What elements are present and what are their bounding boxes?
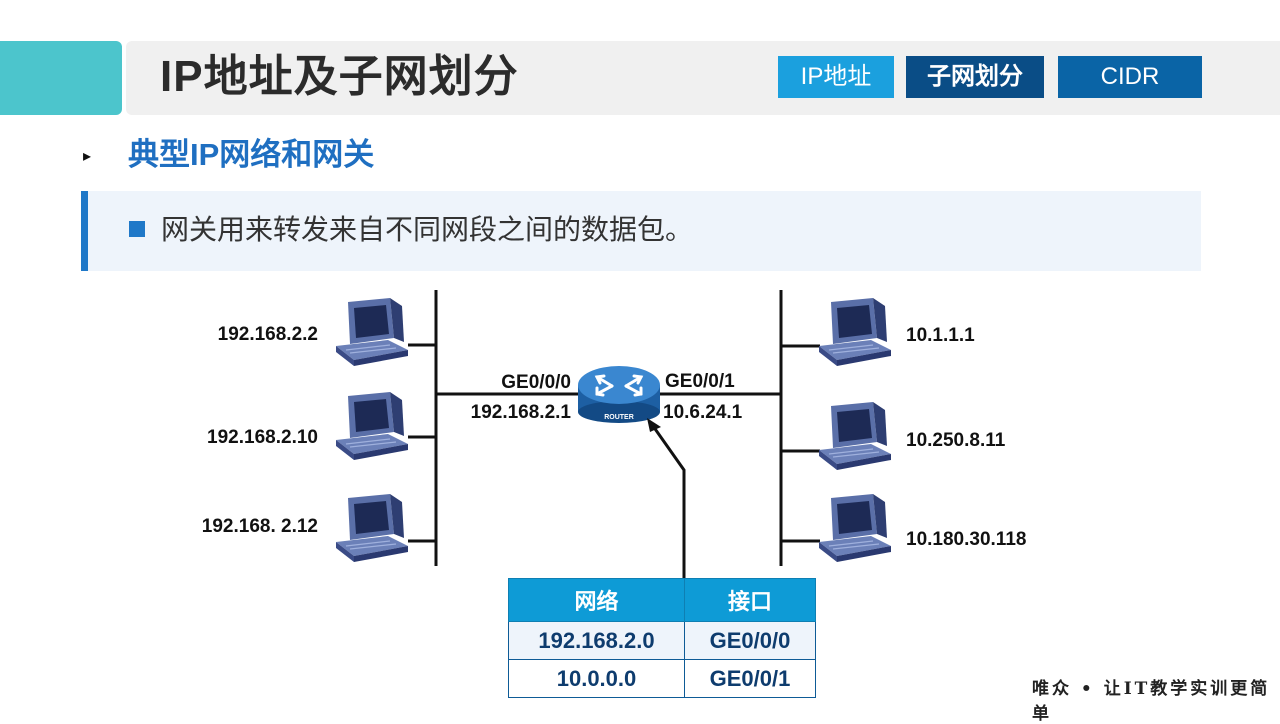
- host-ip-label: 10.250.8.11: [906, 430, 1006, 451]
- tab-subnetting[interactable]: 子网划分: [906, 56, 1044, 98]
- host-ip-label: 192.168.2.10: [207, 427, 318, 448]
- router-ip-left: 192.168.2.1: [471, 402, 572, 423]
- routing-table: 网络 接口 192.168.2.0 GE0/0/0 10.0.0.0 GE0/0…: [508, 578, 816, 698]
- table-cell-network: 192.168.2.0: [508, 621, 685, 660]
- table-cell-network: 10.0.0.0: [508, 659, 685, 698]
- router-interface-left: GE0/0/0: [501, 372, 571, 393]
- arrow-head-icon: [647, 418, 661, 432]
- table-header-network: 网络: [508, 578, 685, 622]
- section-marker-icon: ▸: [83, 148, 92, 165]
- computer-icon: [335, 391, 409, 461]
- host-ip-label: 192.168. 2.12: [202, 516, 318, 537]
- bullet-text: 网关用来转发来自不同网段之间的数据包。: [161, 214, 694, 245]
- computer-icon: [818, 297, 892, 367]
- table-cell-interface: GE0/0/0: [684, 621, 816, 660]
- bullet-square-icon: [129, 221, 145, 237]
- host-ip-label: 10.1.1.1: [906, 325, 975, 346]
- table-header-interface: 接口: [684, 578, 816, 622]
- section-title: 典型IP网络和网关: [128, 137, 375, 172]
- computer-icon: [335, 297, 409, 367]
- table-row: 10.0.0.0 GE0/0/1: [508, 659, 816, 698]
- table-header-row: 网络 接口: [508, 578, 816, 622]
- tab-ip-address[interactable]: IP地址: [778, 56, 894, 98]
- tab-cidr[interactable]: CIDR: [1058, 56, 1202, 98]
- table-cell-interface: GE0/0/1: [684, 659, 816, 698]
- router-icon: ROUTER: [578, 366, 660, 423]
- table-to-router-arrow: [651, 425, 686, 578]
- router-label: ROUTER: [604, 414, 634, 421]
- router-ip-right: 10.6.24.1: [663, 402, 743, 423]
- computer-icon: [335, 493, 409, 563]
- page-title: IP地址及子网划分: [160, 52, 519, 101]
- computer-icon: [818, 401, 892, 471]
- host-ip-label: 10.180.30.118: [906, 529, 1026, 550]
- host-ip-label: 192.168.2.2: [218, 324, 318, 345]
- footer-slogan: 唯众 • 让IT教学实训更简单: [1032, 679, 1271, 724]
- bullet-box: 网关用来转发来自不同网段之间的数据包。: [81, 191, 1201, 271]
- router-interface-right: GE0/0/1: [665, 371, 735, 392]
- computer-icon: [818, 493, 892, 563]
- bullet-border: [81, 191, 88, 271]
- table-row: 192.168.2.0 GE0/0/0: [508, 621, 816, 660]
- header-accent-block: [0, 41, 122, 115]
